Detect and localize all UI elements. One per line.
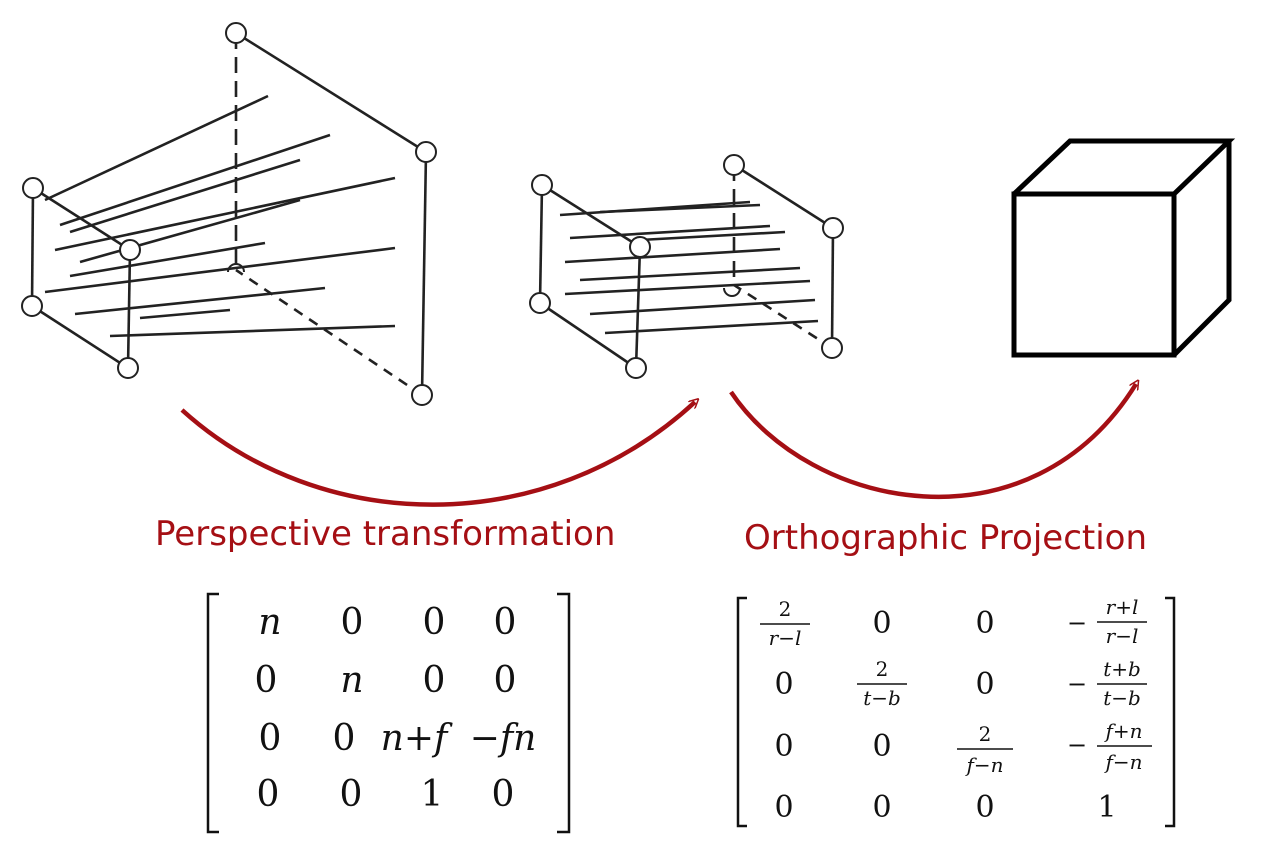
matrix-cell: 0 — [872, 606, 891, 641]
matrix-cell: n — [340, 660, 363, 701]
matrix-cell: 0 — [341, 602, 364, 643]
matrix-cell: 0 — [975, 667, 994, 702]
denominator: f−n — [964, 753, 1003, 777]
matrix-cell: 0 — [333, 718, 356, 759]
minus-sign: − — [1067, 670, 1087, 698]
denominator: f−n — [1103, 750, 1142, 774]
denominator: r−l — [769, 626, 802, 650]
matrix-cell: 0 — [423, 602, 446, 643]
matrix-cell: 0 — [872, 729, 891, 764]
numerator: 2 — [876, 657, 889, 681]
matrix-cell: 0 — [255, 660, 278, 701]
left-bracket — [736, 596, 747, 828]
matrix-cell: 0 — [774, 667, 793, 702]
perspective-label: Perspective transformation — [155, 514, 615, 554]
minus-sign: − — [1067, 731, 1087, 759]
orthographic-label: Orthographic Projection — [744, 518, 1147, 558]
denominator: t−b — [863, 686, 901, 710]
perspective-arrow — [180, 402, 695, 507]
matrix-cell: 0 — [774, 729, 793, 764]
matrix-cell: 1 — [1097, 790, 1116, 825]
matrix-cell: 0 — [872, 790, 891, 825]
matrix-cell: 0 — [259, 718, 282, 759]
fraction: r+l r−l — [1097, 595, 1147, 648]
fraction: 2 r−l — [760, 597, 810, 650]
matrix-cell: 0 — [423, 660, 446, 701]
fraction: t+b t−b — [1097, 657, 1147, 710]
numerator: f+n — [1103, 719, 1142, 743]
orthographic-arrow — [729, 384, 1136, 500]
matrix-cell: 0 — [340, 774, 363, 815]
matrix-cell: 0 — [494, 660, 517, 701]
matrix-cell: 0 — [774, 790, 793, 825]
fraction: f+n f−n — [1097, 719, 1152, 774]
matrix-cell: −fn — [470, 718, 537, 759]
perspective-matrix: n 0 0 0 0 n 0 0 0 0 n+f −fn 0 0 1 0 — [206, 592, 571, 834]
matrix-cell: 0 — [975, 790, 994, 825]
matrix-cell: 0 — [492, 774, 515, 815]
matrix-cell: n — [258, 602, 281, 643]
frustum-figure — [21, 22, 437, 406]
numerator: t+b — [1103, 657, 1141, 681]
numerator: 2 — [979, 722, 992, 746]
denominator: t−b — [1103, 686, 1141, 710]
matrix-cell: n+f — [381, 718, 453, 759]
matrix-cell: 0 — [494, 602, 517, 643]
numerator: r+l — [1106, 595, 1139, 619]
matrix-cell: 0 — [257, 774, 280, 815]
minus-sign: − — [1067, 609, 1087, 637]
squished-box-figure — [529, 154, 844, 379]
canonical-cube-figure — [1011, 138, 1236, 358]
matrix-cell: 1 — [421, 774, 444, 815]
left-bracket — [206, 592, 219, 834]
denominator: r−l — [1106, 624, 1139, 648]
matrix-cell: 0 — [975, 606, 994, 641]
fraction: 2 t−b — [857, 657, 907, 710]
numerator: 2 — [779, 597, 792, 621]
right-bracket — [557, 592, 571, 834]
right-bracket — [1165, 596, 1176, 828]
fraction: 2 f−n — [957, 722, 1013, 777]
orthographic-matrix: 2 r−l 0 0 − r+l r−l 0 2 t−b 0 − t+b — [736, 595, 1176, 828]
